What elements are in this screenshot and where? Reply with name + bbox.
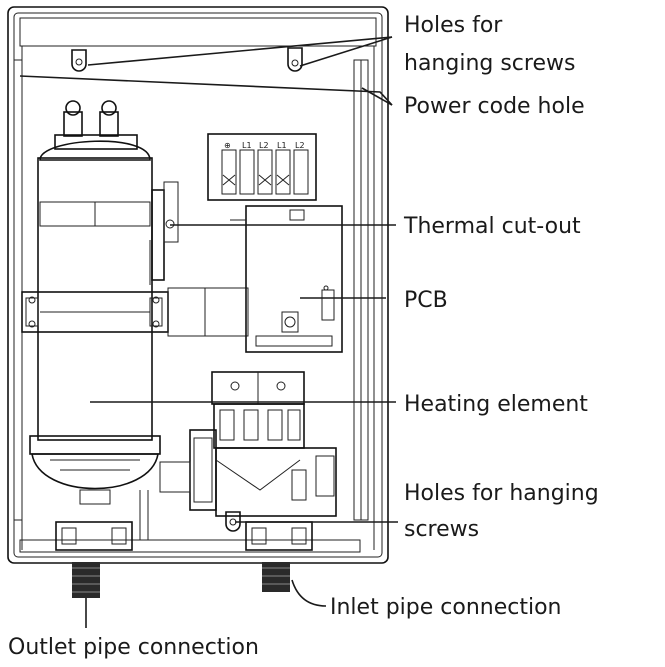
label-outlet-pipe: Outlet pipe connection xyxy=(8,635,259,660)
label-holes-top-line1: Holes for xyxy=(404,13,503,38)
terminal-label-l1-b: L1 xyxy=(277,141,287,150)
hanging-screw-hole-top-left xyxy=(71,49,87,72)
terminal-label-l2-a: L2 xyxy=(259,141,269,150)
label-holes-bottom-line1: Holes for hanging xyxy=(404,481,599,506)
terminal-block: ⊕ L1 L2 L1 L2 xyxy=(207,133,317,201)
label-heating-element: Heating element xyxy=(404,392,588,417)
label-thermal-cutout: Thermal cut-out xyxy=(403,214,581,239)
outlet-pipe xyxy=(72,562,100,598)
label-pcb: PCB xyxy=(404,288,448,313)
thermal-cutout xyxy=(149,181,179,285)
relay-bank xyxy=(211,371,305,449)
leader-lines xyxy=(19,36,398,628)
terminal-label-l1-a: L1 xyxy=(242,141,252,150)
outlet-connection-block xyxy=(55,521,133,551)
flow-assembly xyxy=(139,429,337,540)
terminal-label-l2-b: L2 xyxy=(295,141,305,150)
inlet-pipe xyxy=(262,562,290,592)
hanging-screw-hole-top-right xyxy=(287,47,303,72)
label-inlet-pipe: Inlet pipe connection xyxy=(330,595,561,620)
label-holes-top-line2: hanging screws xyxy=(404,51,575,76)
label-holes-bottom-line2: screws xyxy=(404,517,479,542)
label-power-cord-hole: Power code hole xyxy=(404,94,585,119)
mounting-strap xyxy=(167,287,249,337)
pcb-board xyxy=(230,205,343,353)
inlet-connection-block xyxy=(245,521,313,551)
terminal-label-earth: ⊕ xyxy=(224,141,231,150)
heating-element-tank xyxy=(21,100,169,505)
